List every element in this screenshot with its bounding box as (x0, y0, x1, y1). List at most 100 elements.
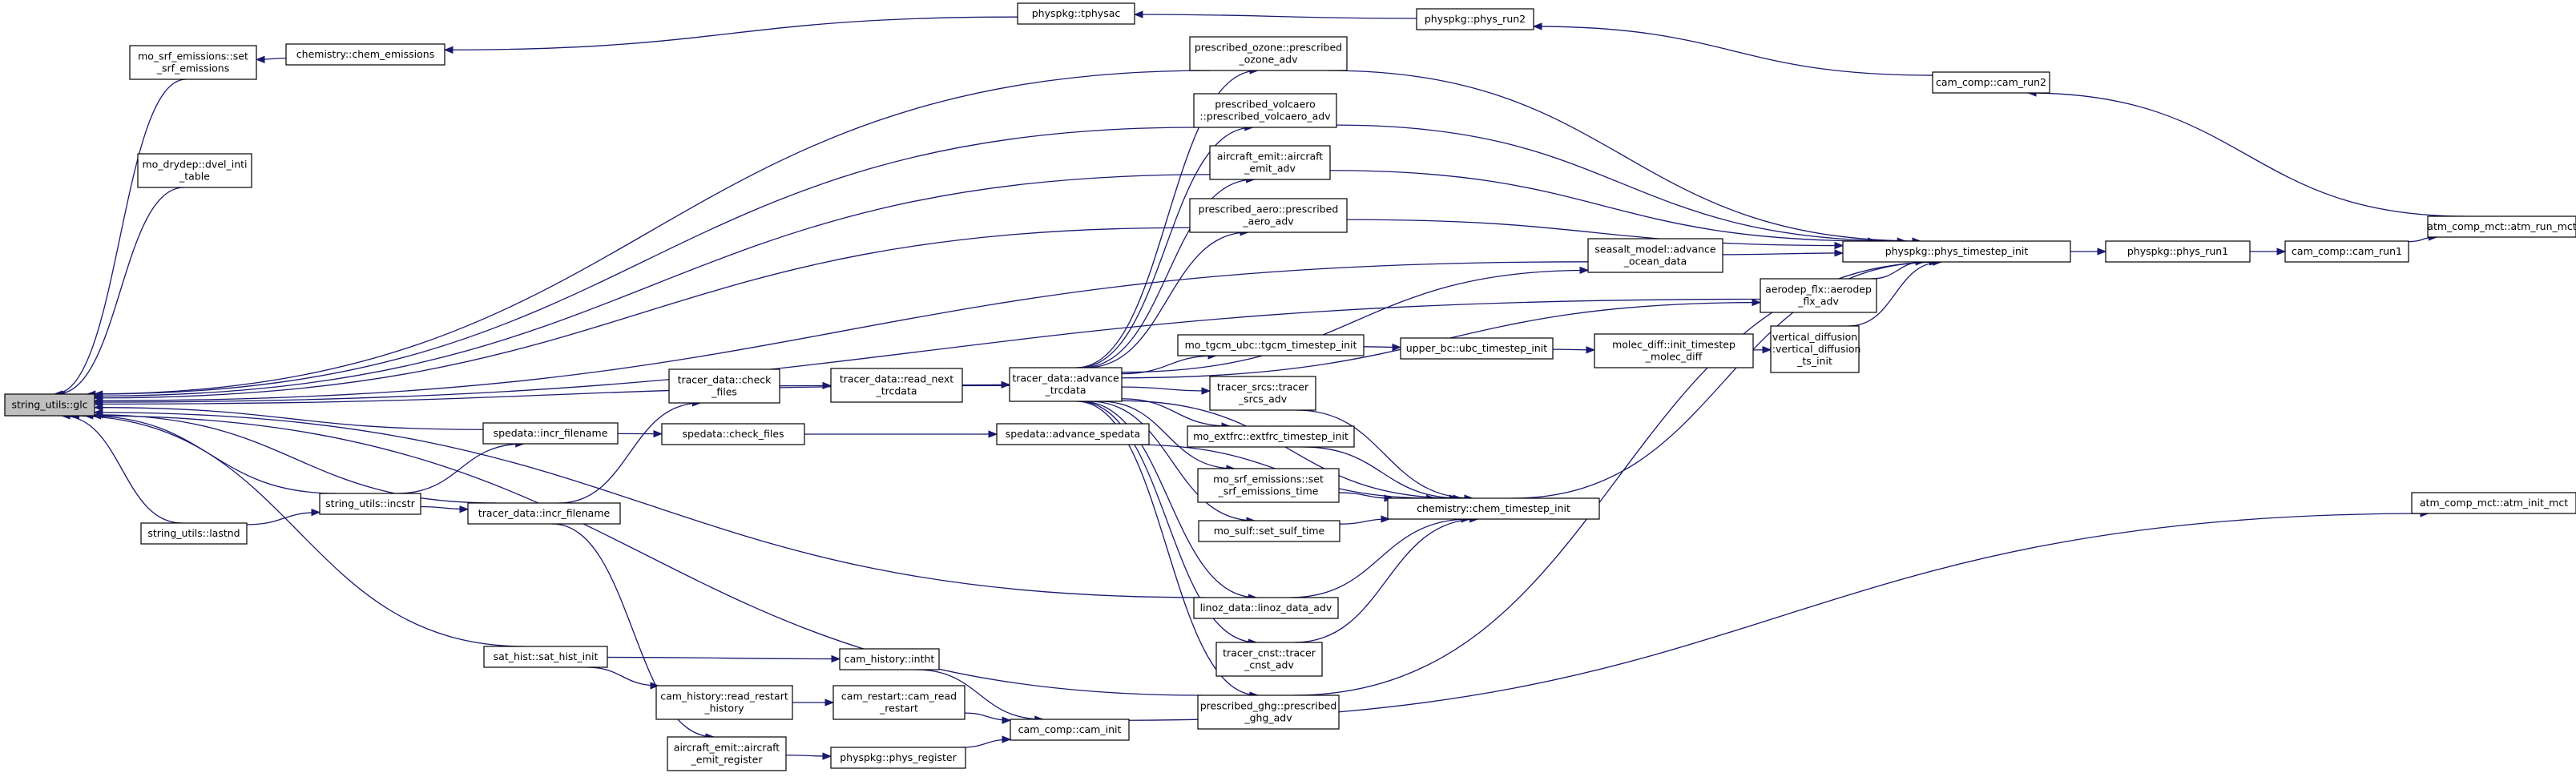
node-box (1193, 93, 1337, 128)
node-label-line: _restart (879, 703, 918, 715)
edge-advance_trc-to-seasalt (1121, 266, 1590, 373)
node-label-line: cam_history::intht (845, 653, 935, 665)
node-aircraft_adv[interactable]: aircraft_emit::aircraft_emit_adv (1209, 145, 1331, 180)
node-label-line: _trcdata (875, 385, 917, 397)
node-read_next[interactable]: tracer_data::read_next_trcdata (830, 368, 963, 403)
node-sat_hist[interactable]: sat_hist::sat_hist_init (483, 646, 608, 668)
node-label-line: sat_hist::sat_hist_init (494, 650, 599, 662)
node-box (667, 736, 787, 771)
node-aerodep[interactable]: aerodep_flx::aerodep_flx_adv (1760, 278, 1877, 313)
node-label-line: prescribed_aero::prescribed (1199, 203, 1339, 215)
node-presc_aero[interactable]: prescribed_aero::prescribed_aero_adv (1189, 198, 1348, 233)
edge-sulf-to-chem_ts (1339, 515, 1391, 525)
node-drydep[interactable]: mo_drydep::dvel_inti_table (137, 153, 252, 188)
node-label-line: _srcs_adv (1238, 393, 1288, 405)
node-tgcm[interactable]: mo_tgcm_ubc::tgcm_timestep_init (1177, 334, 1365, 356)
node-phys_ts_init[interactable]: physpkg::phys_timestep_init (1842, 240, 2071, 263)
node-box (1193, 597, 1339, 619)
node-label-line: physpkg::phys_run2 (1425, 13, 1526, 25)
node-box (655, 685, 793, 720)
node-cam_run2[interactable]: cam_comp::cam_run2 (1932, 71, 2050, 94)
node-box (129, 45, 257, 80)
node-volcaero[interactable]: prescribed_volcaero::prescribed_volcaero… (1193, 93, 1337, 128)
node-box (1209, 145, 1331, 180)
node-spd_adv[interactable]: spedata::advance_spedata (996, 423, 1150, 445)
node-label-line: string_utils::lastnd (147, 527, 240, 539)
node-box (832, 685, 965, 720)
node-box (1400, 337, 1554, 360)
node-glc[interactable]: string_utils::glc (4, 393, 95, 417)
node-incstr[interactable]: string_utils::incstr (319, 493, 421, 515)
node-phys_run1[interactable]: physpkg::phys_run1 (2105, 240, 2251, 263)
node-box (2105, 240, 2251, 263)
node-label-line: cam_history::read_restart (660, 690, 788, 703)
node-td_incr[interactable]: tracer_data::incr_filename (467, 502, 621, 525)
node-label-line: atm_comp_mct::atm_init_mct (2420, 497, 2568, 509)
node-box (1009, 367, 1123, 402)
node-sulf[interactable]: mo_sulf::set_sulf_time (1198, 520, 1340, 542)
node-box (1017, 2, 1135, 25)
node-intht[interactable]: cam_history::intht (839, 648, 940, 670)
node-tphysac[interactable]: physpkg::tphysac (1017, 2, 1135, 25)
node-box (1416, 8, 1534, 30)
edge-intht-to-cam_init (916, 669, 1044, 723)
node-seasalt[interactable]: seasalt_model::advance_ocean_data (1587, 238, 1723, 273)
node-lastnd[interactable]: string_utils::lastnd (140, 522, 248, 545)
node-label-line: prescribed_ghg::prescribed (1200, 700, 1337, 712)
node-label-line: _flx_adv (1797, 296, 1839, 308)
node-mo_srf_set[interactable]: mo_srf_emissions::set_srf_emissions (129, 45, 257, 80)
edge-chem_ts-to-phys_ts_init (1512, 258, 1939, 499)
node-linoz[interactable]: linoz_data::linoz_data_adv (1193, 597, 1339, 619)
node-cam_read_restart[interactable]: cam_restart::cam_read_restart (832, 685, 965, 720)
node-ghg[interactable]: prescribed_ghg::prescribed_ghg_adv (1197, 694, 1340, 730)
edge-sat_hist-to-read_restart (586, 666, 660, 690)
node-ozone[interactable]: prescribed_ozone::prescribed_ozone_adv (1189, 36, 1348, 71)
node-atm_run[interactable]: atm_comp_mct::atm_run_mct (2427, 215, 2576, 238)
node-aircraft_reg[interactable]: aircraft_emit::aircraft_emit_register (667, 736, 787, 771)
node-box (482, 422, 619, 445)
node-cam_init[interactable]: cam_comp::cam_init (1010, 719, 1130, 741)
node-box (1198, 520, 1340, 542)
node-box (2411, 492, 2576, 514)
edge-td_incr-to-check_files (558, 399, 702, 504)
edge-advance_trc-to-tgcm (1121, 352, 1218, 375)
node-advance_trc[interactable]: tracer_data::advance_trcdata (1009, 367, 1123, 402)
edge-ubc-to-molec (1552, 346, 1596, 354)
node-mo_srf_time[interactable]: mo_srf_emissions::set_srf_emissions_time (1197, 468, 1340, 503)
node-phys_run2[interactable]: physpkg::phys_run2 (1416, 8, 1534, 30)
node-cnst[interactable]: tracer_cnst::tracer_cnst_adv (1215, 642, 1323, 677)
node-box (2427, 215, 2576, 238)
edge-aircraft_adv-to-glc (93, 174, 1211, 401)
edge-lastnd-to-incstr (246, 508, 321, 525)
node-check_files[interactable]: tracer_data::check_files (668, 368, 780, 404)
edge-aerodep-to-glc (93, 298, 1761, 406)
node-label-line: mo_srf_emissions::set (1213, 473, 1324, 485)
node-label-line: aerodep_flx::aerodep (1765, 284, 1872, 296)
node-label-line: aircraft_emit::aircraft (1217, 151, 1324, 163)
node-extfrc[interactable]: mo_extfrc::extfrc_timestep_init (1187, 425, 1355, 448)
node-read_restart[interactable]: cam_history::read_restart_history (655, 685, 793, 720)
node-label-line: string_utils::glc (11, 399, 87, 411)
node-chem_emis[interactable]: chemistry::chem_emissions (285, 43, 445, 66)
node-label-line: spedata::advance_spedata (1006, 428, 1140, 440)
node-spd_incr[interactable]: spedata::incr_filename (482, 422, 619, 445)
node-label-line: _cnst_adv (1244, 659, 1294, 671)
node-label-line: tracer_cnst::tracer (1223, 647, 1316, 659)
edge-drydep-to-glc (55, 187, 185, 398)
node-label-line: physpkg::phys_register (840, 751, 957, 763)
node-chem_ts[interactable]: chemistry::chem_timestep_init (1387, 497, 1600, 520)
node-cam_run1[interactable]: cam_comp::cam_run1 (2284, 240, 2409, 263)
edge-cam_init-to-atm_init (1128, 509, 2430, 721)
node-srcs[interactable]: tracer_srcs::tracer_srcs_adv (1209, 376, 1316, 411)
node-box (483, 646, 608, 668)
node-molec[interactable]: molec_diff::init_timestep_molec_diff (1594, 333, 1754, 368)
node-spd_check[interactable]: spedata::check_files (661, 423, 805, 445)
node-phys_reg[interactable]: physpkg::phys_register (830, 747, 966, 769)
edge-spd_incr-to-glc (93, 404, 484, 430)
node-vdiff[interactable]: vertical_diffusion::vertical_diffusion_t… (1769, 325, 1861, 373)
node-ubc[interactable]: upper_bc::ubc_timestep_init (1400, 337, 1554, 360)
node-atm_init[interactable]: atm_comp_mct::atm_init_mct (2411, 492, 2576, 514)
edge-tphysac-to-chem_emis (443, 16, 1018, 54)
node-label-line: mo_extfrc::extfrc_timestep_init (1193, 430, 1348, 442)
